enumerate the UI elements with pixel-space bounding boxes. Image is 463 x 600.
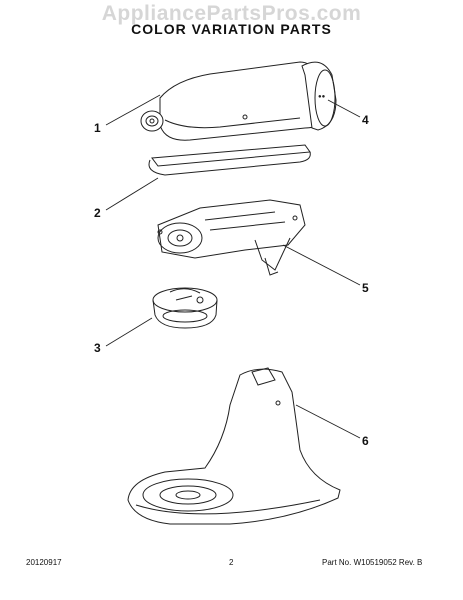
part-2-trim-band: [148, 144, 311, 176]
callout-6: 6: [362, 434, 369, 448]
footer-date: 20120917: [26, 558, 62, 567]
callout-4: 4: [362, 113, 369, 127]
svg-text:●●: ●●: [318, 94, 326, 100]
part-4-end-cap: ●●: [301, 61, 337, 131]
leader-lines: [105, 94, 361, 439]
watermark-text: AppliancePartsPros.com: [101, 2, 362, 25]
page-title: COLOR VARIATION PARTS: [131, 21, 332, 37]
footer-part-number: Part No. W10519052 Rev. B: [322, 558, 423, 567]
footer-page-number: 2: [229, 558, 234, 567]
part-3-planetary-gear: [152, 287, 218, 329]
callout-1: 1: [94, 121, 101, 135]
callout-5: 5: [362, 281, 369, 295]
callout-2: 2: [94, 206, 101, 220]
part-5-base-plate: [157, 199, 306, 276]
callout-3: 3: [94, 341, 101, 355]
part-1-motor-housing: [140, 61, 323, 141]
part-6-pedestal-base: [127, 367, 341, 525]
